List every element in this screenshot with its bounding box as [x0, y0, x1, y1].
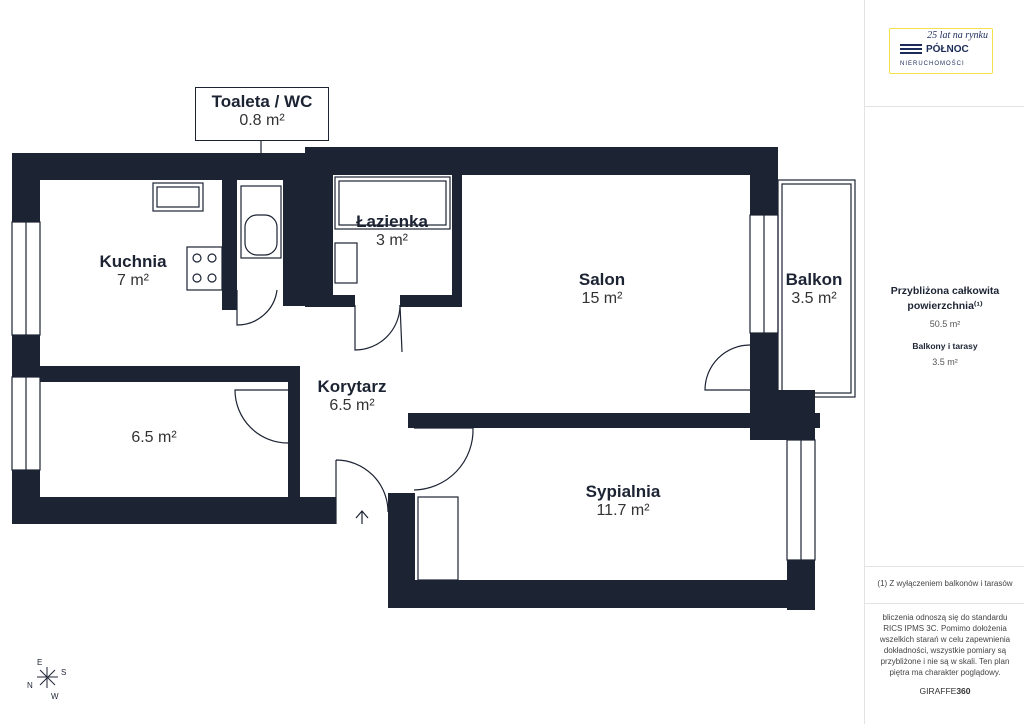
total-value: 50.5 m²	[929, 319, 961, 329]
brand: GIRAFFE360	[873, 686, 1017, 697]
walls	[12, 147, 820, 610]
living-name: Salon	[578, 270, 626, 289]
room-area: 6.5 m²	[131, 429, 177, 446]
brand-b: 360	[956, 686, 971, 696]
bedroom-name: Sypialnia	[585, 482, 661, 501]
logo-mark	[900, 44, 922, 56]
compass-e: E	[37, 658, 42, 667]
logo: 25 lat na rynku PÓŁNOC NIERUCHOMOŚCI	[889, 28, 993, 74]
windows	[11, 214, 816, 561]
corridor-name: Korytarz	[317, 377, 387, 396]
footnote-wrap: (1) Z wyłączeniem balkonów i tarasów	[865, 578, 1024, 589]
bathtub	[334, 176, 451, 230]
bathroom-name: Łazienka	[356, 212, 428, 231]
footnote: (1) Z wyłączeniem balkonów i tarasów	[877, 579, 1013, 588]
total-label: Przybliżona całkowita powierzchnia⁽¹⁾	[890, 285, 1000, 312]
toilet-bowl	[240, 185, 282, 259]
corridor-area: 6.5 m²	[329, 397, 375, 414]
sink	[152, 182, 204, 212]
compass-n: N	[27, 681, 33, 690]
balcony-name: Balkon	[785, 270, 843, 289]
brand-a: GIRAFFE	[919, 686, 957, 696]
info-panel: 25 lat na rynku PÓŁNOC NIERUCHOMOŚCI Prz…	[864, 0, 1024, 724]
living-area: 15 m²	[581, 290, 623, 307]
compass-w: W	[51, 692, 59, 701]
room-label: 6.5 m²	[131, 429, 176, 447]
washbasin	[334, 242, 358, 284]
door	[236, 289, 278, 326]
logo-name: PÓŁNOC	[926, 44, 969, 55]
compass-icon	[37, 667, 58, 688]
bathroom-area: 3 m²	[376, 232, 408, 249]
kitchen-area: 7 m²	[117, 272, 149, 289]
bedroom-area: 11.7 m²	[596, 502, 650, 519]
balcony-total-value: 3.5 m²	[932, 357, 958, 367]
toilet-name: Toaleta / WC	[211, 92, 313, 111]
toilet-area: 0.8 m²	[239, 112, 285, 129]
balcony-area: 3.5 m²	[791, 290, 837, 307]
disclaimer-wrap: bliczenia odnoszą się do standardu RICS …	[865, 612, 1024, 697]
logo-tagline: 25 lat na rynku	[927, 30, 988, 41]
kitchen-name: Kuchnia	[99, 252, 167, 271]
stove	[186, 246, 223, 291]
entrance-arrow-icon	[355, 510, 369, 524]
fixtures	[152, 139, 856, 581]
balcony-outline	[777, 179, 856, 398]
floor-plan: E S N W	[11, 139, 856, 701]
logo-sub: NIERUCHOMOŚCI	[900, 61, 965, 67]
totals: Przybliżona całkowita powierzchnia⁽¹⁾ 50…	[865, 284, 1024, 368]
compass-s: S	[61, 668, 66, 677]
balcony-total-label: Balkony i tarasy	[912, 341, 978, 351]
disclaimer: bliczenia odnoszą się do standardu RICS …	[879, 613, 1011, 677]
toilet-label-box: Toaleta / WC 0.8 m²	[195, 87, 329, 141]
